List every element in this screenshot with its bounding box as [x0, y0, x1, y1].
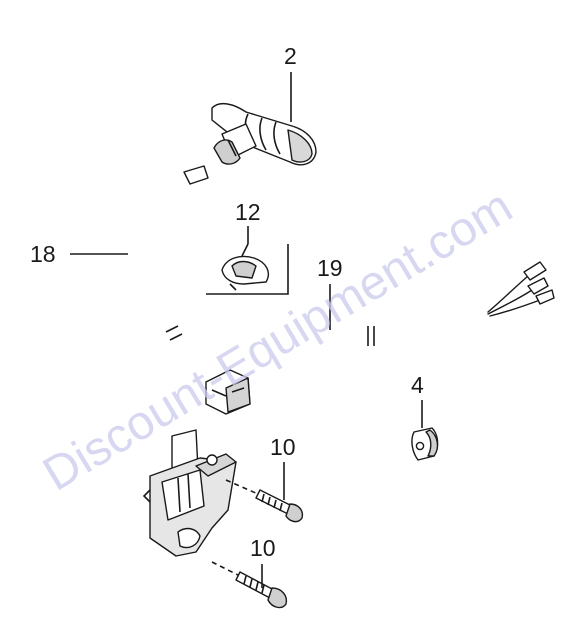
grommet-part-4[interactable]: [411, 400, 439, 461]
callout-part-10-lower: 10: [250, 535, 276, 561]
stop-switch-harness-part-19[interactable]: [205, 261, 555, 415]
callout-part-2: 2: [284, 43, 297, 69]
detail-bracket: [206, 244, 289, 295]
screw-part-10-upper[interactable]: [225, 462, 304, 523]
clamp-part-12[interactable]: [206, 226, 289, 295]
callout-part-18: 18: [30, 241, 56, 267]
callout-part-12: 12: [235, 199, 261, 225]
ignition-lead-part-18[interactable]: [70, 165, 209, 444]
callout-part-4: 4: [411, 372, 424, 398]
callout-part-19: 19: [317, 255, 343, 281]
ignition-coil-module[interactable]: [142, 429, 237, 557]
screw-part-10-lower[interactable]: [211, 561, 288, 609]
callout-part-10-upper: 10: [270, 434, 296, 460]
spark-plug-cap-part-2[interactable]: [211, 72, 317, 166]
